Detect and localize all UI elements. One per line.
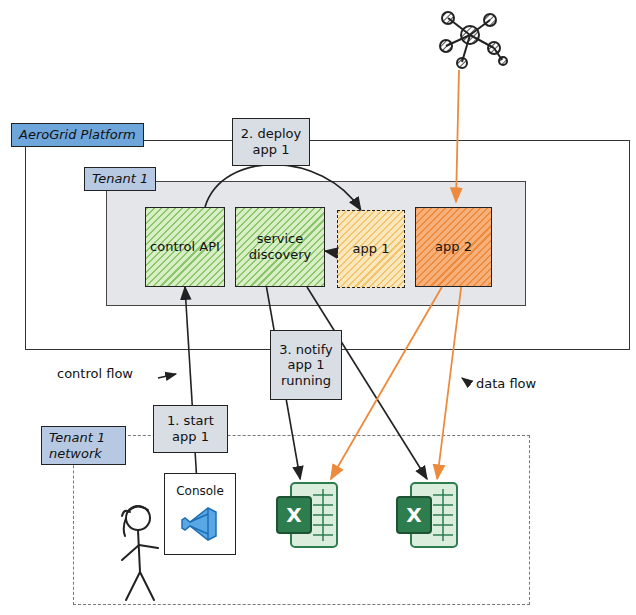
network-zone: Tenant 1 networkConsoleXX (73, 435, 530, 605)
control-flow-arrow (205, 165, 361, 210)
control-flow-pointer (158, 374, 176, 378)
heading-text: AeroGrid Platform (19, 127, 136, 143)
spreadsheet-letter: X (277, 497, 311, 533)
flow-label: control flow (55, 366, 135, 381)
spreadsheet-letter: X (397, 497, 431, 533)
flow-label: data flow (474, 376, 538, 391)
box-label: service discovery (236, 231, 324, 262)
data-flow-pointer (462, 378, 470, 384)
data-source-icon (440, 12, 507, 68)
heading-tab: AeroGrid Platform (11, 123, 144, 147)
app-box: app 1 (337, 210, 405, 288)
step-text: 3. notify app 1 running (276, 342, 336, 389)
tenant-band: Tenant 1control APIservice discoveryapp … (106, 181, 526, 306)
heading-text: Tenant 1 network (49, 430, 118, 461)
spreadsheet-glyph (273, 479, 341, 551)
step-callout: 3. notify app 1 running (270, 330, 342, 400)
spreadsheet-icon: X (393, 479, 461, 551)
box-label: Console (176, 484, 224, 498)
box-label: app 1 (349, 241, 394, 257)
step-callout: 1. start app 1 (153, 405, 228, 453)
box-label: app 2 (431, 239, 476, 255)
step-text: 1. start app 1 (159, 413, 222, 444)
step-text: 2. deploy app 1 (238, 126, 304, 157)
control-flow-arrow (325, 251, 337, 253)
app-box: app 2 (415, 207, 492, 287)
user-figure (122, 506, 158, 600)
service-box: service discovery (235, 207, 325, 287)
spreadsheet-icon: X (273, 479, 341, 551)
spreadsheet-glyph (393, 479, 461, 551)
service-box: control API (145, 207, 225, 287)
data-flow-arrow (437, 287, 461, 479)
platform-frame: AeroGrid PlatformTenant 1control APIserv… (25, 140, 630, 350)
data-flow-arrow (331, 287, 442, 479)
heading-tab: Tenant 1 network (41, 426, 126, 465)
data-source-flow (456, 70, 459, 202)
editor-logo (180, 504, 220, 544)
heading-text: Tenant 1 (92, 171, 148, 187)
heading-tab: Tenant 1 (84, 167, 156, 191)
box-label: control API (146, 239, 224, 255)
step-callout: 2. deploy app 1 (232, 118, 310, 166)
console-box: Console (164, 473, 236, 555)
